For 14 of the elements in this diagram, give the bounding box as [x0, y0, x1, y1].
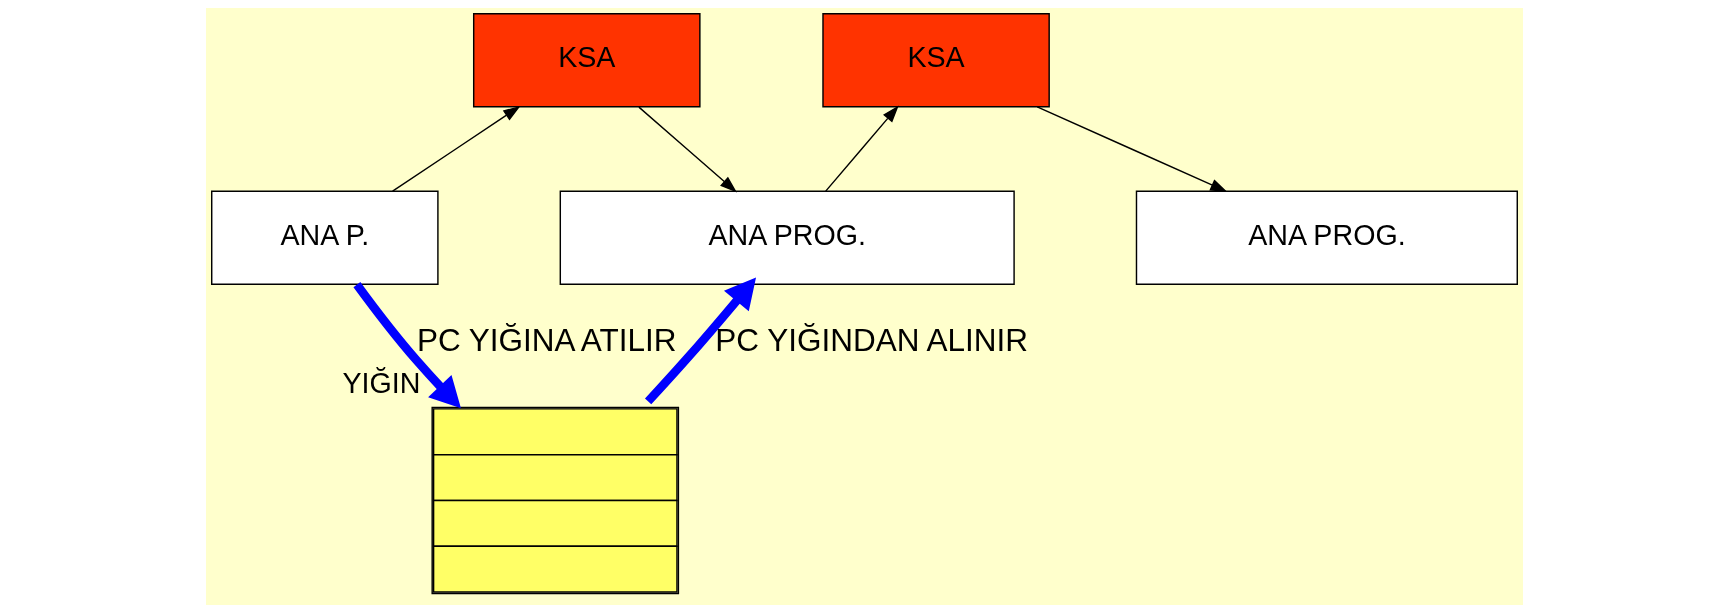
arrow: [638, 106, 737, 193]
node-box: ANA PROG.: [559, 190, 1015, 286]
arrow: [391, 105, 521, 192]
node-box: KSA: [472, 13, 701, 108]
arrow: [644, 277, 757, 405]
arrow: [353, 282, 461, 409]
node-box: KSA: [822, 13, 1050, 108]
arrow: [1036, 106, 1228, 192]
node-box: ANA PROG.: [1135, 190, 1518, 286]
node-label: YIĞIN: [342, 367, 421, 400]
edge-label: PC YIĞINA ATILIR: [416, 322, 677, 359]
edge-label: PC YIĞINDAN ALINIR: [715, 322, 1028, 359]
arrow: [825, 105, 899, 192]
node-box: ANA P.: [211, 190, 439, 286]
